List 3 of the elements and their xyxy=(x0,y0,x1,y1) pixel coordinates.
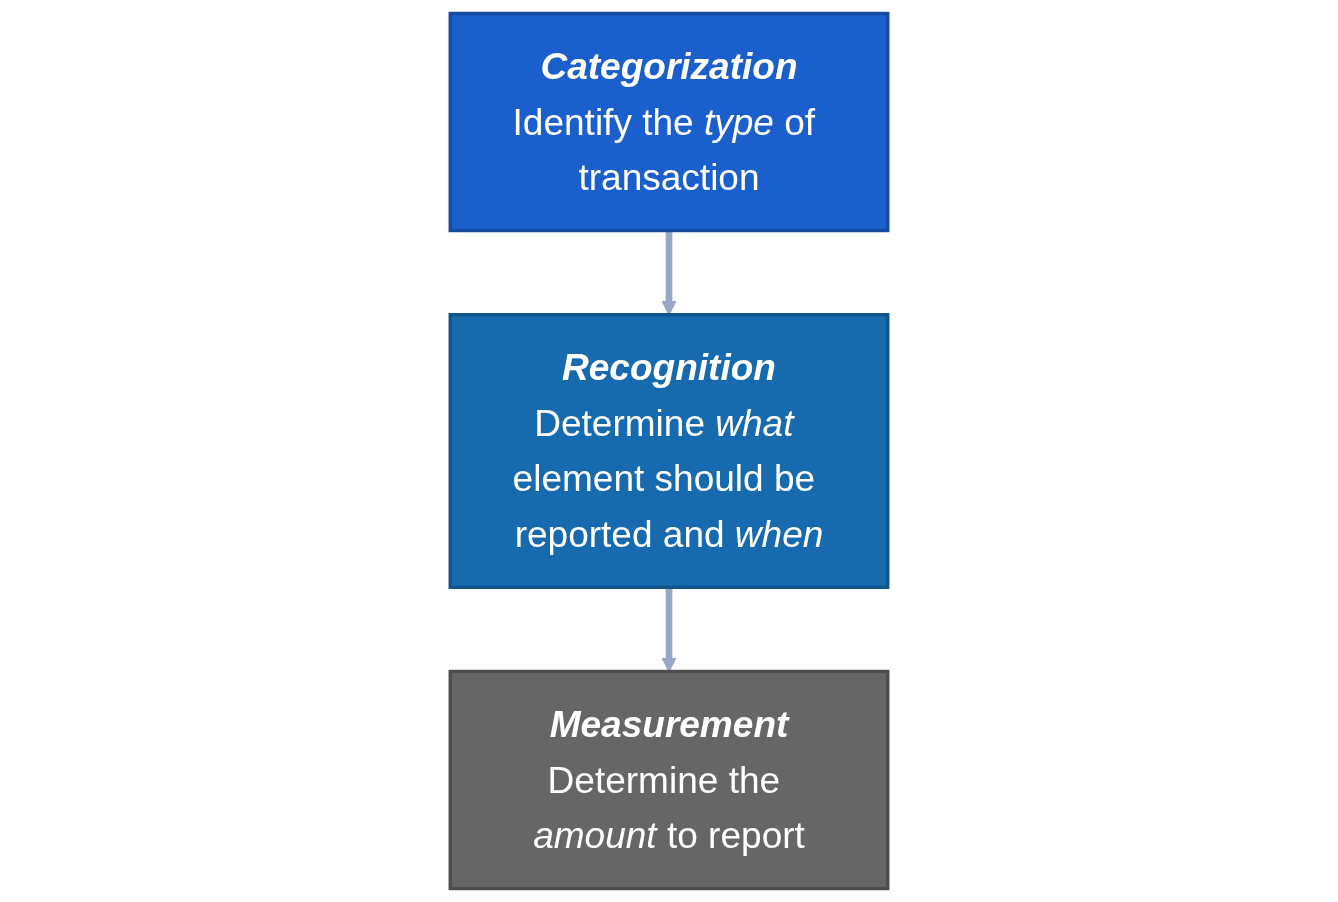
node-box: Recognition Determine what element should be reported and when xyxy=(448,313,890,589)
node-box: Measurement Determine the amount to report xyxy=(448,669,890,891)
node-box: Categorization Identify the type of transaction xyxy=(448,11,890,233)
